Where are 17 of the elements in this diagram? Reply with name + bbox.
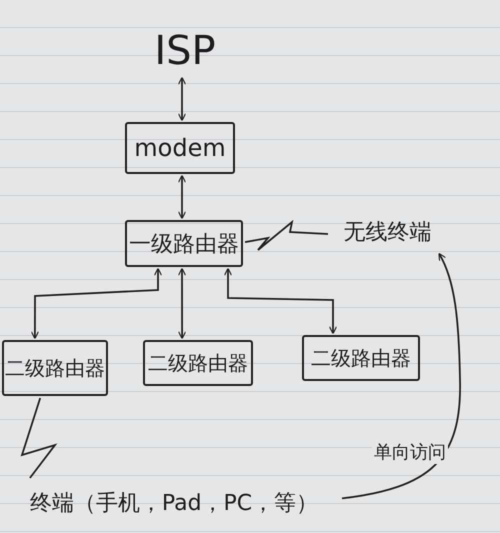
arrow <box>178 76 186 122</box>
device-box: modem <box>125 122 235 174</box>
node-label: ISP <box>140 26 230 76</box>
router-box: 二级路由器 <box>143 340 253 386</box>
arrow <box>224 268 338 334</box>
router-box: 二级路由器 <box>302 335 420 381</box>
arrow <box>30 268 162 340</box>
lightning-connector <box>20 398 58 479</box>
arrow <box>178 268 186 340</box>
router-box: 二级路由器 <box>2 340 108 396</box>
arrow <box>342 252 461 500</box>
edge-label: 单向访问 <box>372 440 448 464</box>
node-label: 终端（手机，Pad，PC，等） <box>8 480 340 526</box>
node-label: 无线终端 <box>330 212 445 252</box>
router-box: 一级路由器 <box>125 220 243 267</box>
arrow <box>178 174 186 220</box>
lightning-connector <box>244 220 328 251</box>
